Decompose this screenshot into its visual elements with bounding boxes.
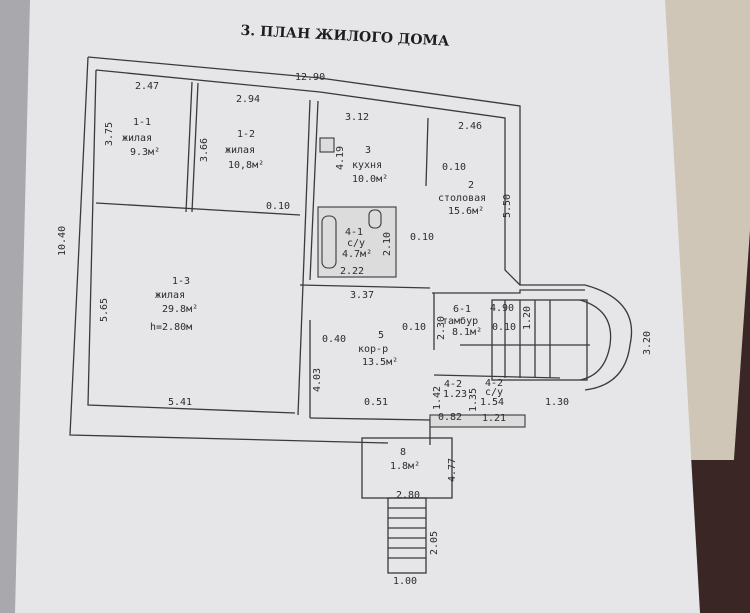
room-id: 1-1 [133, 117, 151, 128]
room-area: 10.0м² [352, 174, 388, 185]
room-name: столовая [438, 193, 486, 204]
dim-label: 2.46 [458, 121, 482, 132]
dim-label: 12.90 [295, 72, 325, 83]
dim-label: 0.10 [266, 201, 290, 212]
porch-wall [429, 414, 526, 428]
dim-label: 3.12 [345, 112, 369, 123]
dim-label: 0.10 [442, 162, 466, 173]
dim-label: 3.66 [199, 138, 210, 162]
dim-label: 2.94 [236, 94, 260, 105]
dim-label: 0.10 [410, 232, 434, 243]
dim-label: 5.65 [99, 298, 110, 322]
room-area: 1.23 [443, 389, 467, 400]
dim-label: 4.77 [447, 458, 458, 482]
dim-label: 2.10 [382, 232, 393, 256]
room-id: 3 [365, 145, 371, 156]
dim-label: 2.80 [396, 490, 420, 501]
room-labels: 1-1 жилая 9.3м² 1-2 жилая 10,8м² 3 кухня… [122, 117, 504, 472]
dim-label: 0.10 [492, 322, 516, 333]
room-id: 2 [468, 180, 474, 191]
dim-label: 3.37 [350, 290, 374, 301]
dim-label: 1.35 [468, 388, 479, 412]
room-name: жилая [155, 290, 185, 301]
dim-label: 4.90 [490, 303, 514, 314]
dim-label: 1.00 [393, 576, 417, 587]
dim-label: 3.75 [104, 122, 115, 146]
dim-label: 2.05 [429, 531, 440, 555]
room-area: 1.8м² [390, 461, 420, 472]
room-area: 10,8м² [228, 160, 264, 171]
dim-label: 3.20 [642, 331, 653, 355]
room-name: с/у [485, 387, 503, 398]
dim-label: 10.40 [57, 226, 68, 256]
room-area: 29.8м² [162, 304, 198, 315]
dim-label: 4.19 [335, 146, 346, 170]
room-area: 9.3м² [130, 147, 160, 158]
room-area: 15.6м² [448, 206, 484, 217]
room-id: 1-2 [237, 129, 255, 140]
room-area: 8.1м² [452, 327, 482, 338]
dim-label: 5.41 [168, 397, 192, 408]
room-height: h=2.80м [150, 322, 192, 333]
room-area: 1.54 [480, 397, 504, 408]
room-id: 1-3 [172, 276, 190, 287]
bathtub [321, 215, 337, 269]
room-name: тамбур [442, 315, 478, 327]
room-id: 8 [400, 447, 406, 458]
stove [319, 137, 335, 153]
walls [69, 56, 633, 574]
dim-label: 0.82 [438, 412, 462, 423]
room-name: кор-р [358, 344, 388, 355]
paper-shadow [0, 0, 30, 613]
staircase [491, 284, 633, 391]
room-id: 6-1 [453, 304, 471, 315]
entrance-steps [387, 497, 427, 574]
toilet [368, 209, 382, 229]
dim-label: 0.51 [364, 397, 388, 408]
dim-label: 1.20 [522, 306, 533, 330]
room-id: 5 [378, 330, 384, 341]
dim-label: 5.50 [502, 194, 513, 218]
dimension-labels: 12.90 2.47 2.94 3.75 3.66 3.12 2.46 4.19… [57, 72, 653, 587]
room-id: 4-1 [345, 227, 363, 238]
room-area: 13.5м² [362, 357, 398, 368]
dim-label: 0.40 [322, 334, 346, 345]
room-name: жилая [122, 133, 152, 144]
room-name: с/у [347, 238, 365, 249]
room-name: жилая [225, 145, 255, 156]
room-id: 4-2 [444, 379, 462, 390]
dim-label: 2.22 [340, 266, 364, 277]
dim-label: 0.10 [402, 322, 426, 333]
room-name: кухня [352, 160, 382, 171]
room-id: 4-2 [485, 378, 503, 389]
paper-sheet [0, 0, 700, 613]
dim-label: 1.42 [432, 386, 443, 410]
dim-label: 1.21 [482, 413, 506, 424]
dim-label: 4.03 [312, 368, 323, 392]
dim-label: 2.47 [135, 81, 159, 92]
dim-label: 2.30 [436, 316, 447, 340]
room-area: 4.7м² [342, 249, 372, 260]
dim-label: 1.30 [545, 397, 569, 408]
